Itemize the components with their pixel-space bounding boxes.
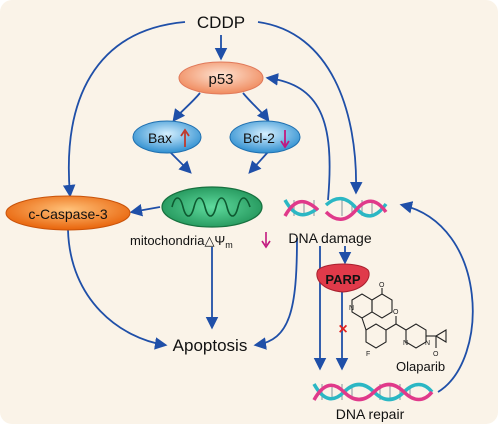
svg-text:O: O	[379, 282, 385, 289]
arrow-dna-repair-to-dna-damage	[399, 201, 474, 393]
dna-damage-helix-icon	[283, 196, 388, 221]
mito-label: mitochondria△Ψm	[130, 233, 233, 250]
olaparib-label: Olaparib	[396, 359, 445, 374]
bcl2-down-arrow-icon	[280, 130, 290, 149]
arrow-mito-to-caspase	[129, 204, 161, 217]
inhibition-x-icon: ×	[338, 321, 347, 338]
mito-label-sub: m	[225, 240, 233, 250]
bax-label: Bax	[148, 130, 172, 146]
arrow-p53-to-bax	[172, 92, 201, 123]
dna-damage-label: DNA damage	[288, 230, 371, 246]
p53-node	[178, 61, 264, 95]
svg-text:N: N	[425, 340, 430, 347]
dna-repair-helix-icon	[312, 382, 434, 402]
mito-label-delta-psi: △Ψ	[204, 233, 225, 248]
svg-text:N: N	[349, 305, 354, 312]
svg-text:F: F	[366, 351, 370, 358]
arrow-caspase-to-apoptosis	[67, 229, 168, 350]
svg-text:O: O	[393, 309, 399, 316]
apoptosis-label: Apoptosis	[173, 336, 248, 355]
svg-text:O: O	[433, 351, 439, 358]
mito-label-main: mitochondria	[130, 233, 205, 248]
arrow-p53-to-bcl2	[242, 92, 270, 123]
bax-node	[132, 120, 202, 154]
arrow-bax-to-mito	[169, 151, 192, 174]
bax-up-arrow-icon	[180, 128, 190, 147]
arrow-dna-damage-to-p53	[265, 73, 331, 201]
bcl2-label: Bcl-2	[243, 130, 275, 146]
olaparib-atom-labels: O N O N N O F	[349, 282, 439, 358]
arrow-cddp-to-dna-damage	[257, 21, 363, 195]
parp-node	[316, 263, 370, 293]
caspase-label: c-Caspase-3	[28, 206, 108, 222]
arrow-bcl2-to-mito	[248, 151, 269, 174]
caspase-node	[5, 195, 131, 231]
arrow-cddp-to-caspase	[62, 21, 186, 198]
olaparib-structure-icon	[351, 288, 447, 349]
parp-label: PARP	[325, 272, 360, 287]
arrows	[62, 21, 474, 393]
bcl2-node	[229, 120, 301, 154]
mito-down-arrow-icon	[261, 232, 271, 249]
cddp-label: CDDP	[197, 13, 245, 32]
svg-text:N: N	[403, 340, 408, 347]
mitochondria-icon	[161, 186, 263, 228]
p53-label: p53	[208, 71, 233, 88]
dna-repair-label: DNA repair	[336, 406, 405, 422]
arrow-dna-damage-to-apoptosis	[253, 237, 298, 350]
